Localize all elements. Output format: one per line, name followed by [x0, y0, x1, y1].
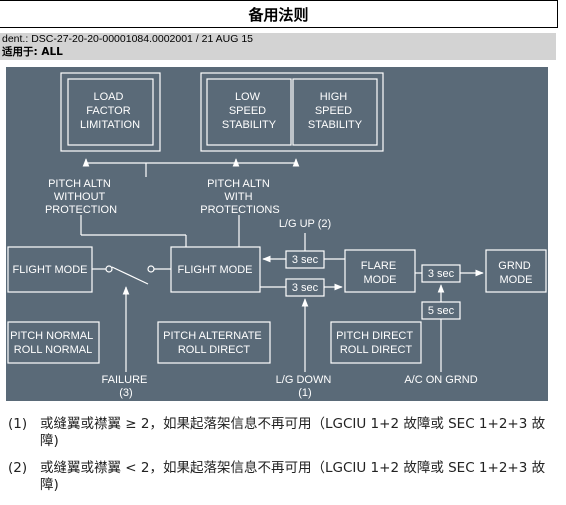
footnote: (2) 或缝翼或襟翼 < 2，如果起落架信息不再可用（LGCIU 1+2 故障或… [8, 460, 553, 494]
diagram-background [6, 67, 548, 401]
flight-mode-mid-label: FLIGHT MODE [178, 264, 253, 276]
timer-right-label: 3 sec [428, 268, 455, 280]
grnd-mode-box [485, 249, 547, 293]
law-box-alternate [157, 321, 271, 364]
pitch-altn-without-label: PITCH ALTN WITHOUT PROTECTION [45, 178, 117, 216]
alternate-law-diagram: LOAD FACTOR LIMITATION LOW SPEED STABILI… [6, 67, 548, 401]
footnote-number: (1) [8, 416, 28, 432]
lg-down-label: L/G DOWN (1) [276, 374, 335, 399]
load-factor-label: LOAD FACTOR LIMITATION [80, 91, 140, 131]
document-ident: dent.: DSC-27-20-20-00001084.0002001 / 2… [2, 33, 254, 45]
law-box-direct [330, 321, 422, 364]
footnote: (1) 或缝翼或襟翼 ≥ 2，如果起落架信息不再可用（LGCIU 1+2 故障或… [8, 416, 553, 450]
law-alternate-label: PITCH ALTERNATE ROLL DIRECT [163, 330, 265, 356]
applicability: 适用于: ALL [2, 46, 63, 58]
low-speed-box [206, 78, 292, 146]
high-speed-label: HIGH SPEED STABILITY [308, 91, 363, 131]
footnotes: (1) 或缝翼或襟翼 ≥ 2，如果起落架信息不再可用（LGCIU 1+2 故障或… [8, 416, 553, 504]
flight-mode-left-label: FLIGHT MODE [13, 264, 88, 276]
page-title: 备用法则 [248, 5, 309, 24]
grnd-mode-label: GRND MODE [498, 260, 533, 286]
law-box-normal [7, 321, 100, 364]
footnote-text: 或缝翼或襟翼 ≥ 2，如果起落架信息不再可用（LGCIU 1+2 故障或 SEC… [40, 416, 546, 449]
footnote-text: 或缝翼或襟翼 < 2，如果起落架信息不再可用（LGCIU 1+2 故障或 SEC… [40, 460, 546, 493]
law-normal-label: PITCH NORMAL ROLL NORMAL [10, 330, 96, 356]
failure-label: FAILURE (3) [102, 374, 151, 399]
lg-up-label: L/G UP (2) [279, 218, 331, 230]
footnote-number: (2) [8, 460, 28, 476]
load-factor-box [67, 78, 154, 146]
low-speed-label: LOW SPEED STABILITY [222, 91, 277, 131]
pitch-altn-with-label: PITCH ALTN WITH PROTECTIONS [200, 178, 279, 216]
high-speed-box [292, 78, 378, 146]
timer-top-label: 3 sec [292, 254, 319, 266]
ac-on-grnd-label: A/C ON GRND [404, 374, 477, 386]
title-bar: 备用法则 [0, 0, 558, 28]
timer-five-label: 5 sec [428, 305, 455, 317]
protection-box-right [200, 72, 384, 152]
flare-mode-label: FLARE MODE [361, 260, 400, 286]
timer-bottom-label: 3 sec [292, 282, 319, 294]
law-direct-label: PITCH DIRECT ROLL DIRECT [336, 330, 416, 356]
flare-mode-box [344, 249, 416, 293]
metadata-bar: dent.: DSC-27-20-20-00001084.0002001 / 2… [0, 33, 556, 60]
protection-box-left [60, 72, 161, 152]
